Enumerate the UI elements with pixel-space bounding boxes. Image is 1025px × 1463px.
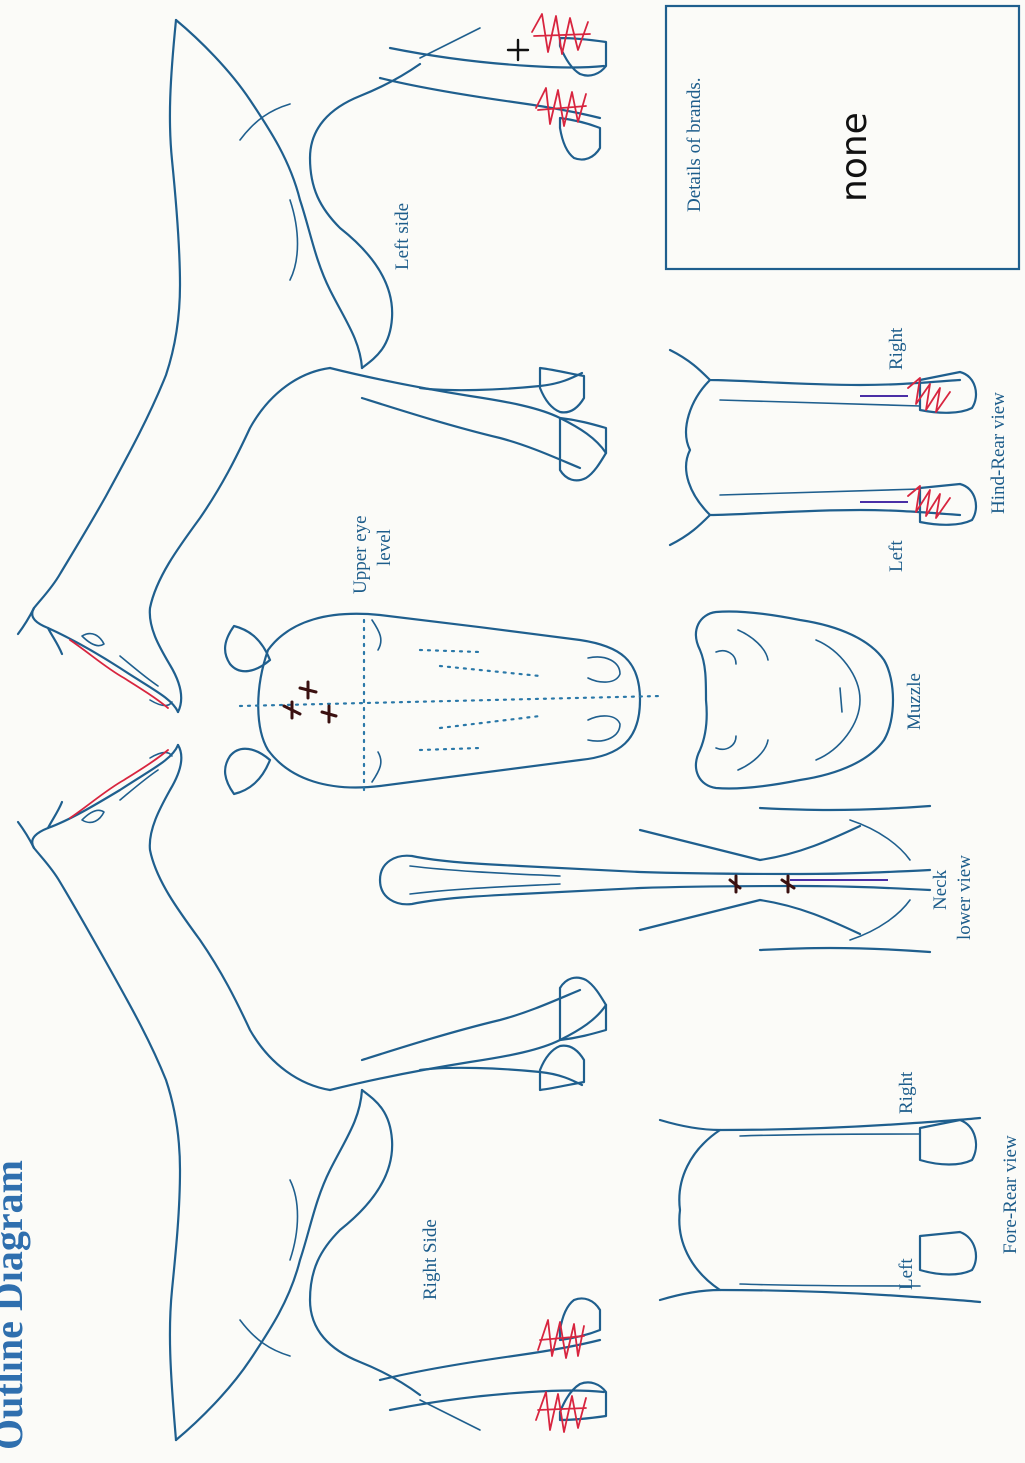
neck-lower-view [380, 806, 930, 952]
fore-rear-view [660, 1118, 980, 1302]
brands-box: Details of brands. none [666, 6, 1019, 269]
label-right-side: Right Side [420, 1219, 441, 1300]
label-fore-rear-view: Fore-Rear view [1000, 1135, 1021, 1254]
label-left-side: Left side [392, 203, 413, 270]
label-upper-eye-level-1: Upper eye [350, 515, 371, 594]
diagram-title: Outline Diagram [0, 1160, 31, 1450]
label-neck-lower-2: lower view [954, 855, 975, 940]
head-front-view [225, 614, 660, 794]
muzzle-view [696, 611, 893, 788]
label-hind-right: Right [886, 327, 907, 370]
brands-box-label: Details of brands. [684, 77, 705, 212]
label-muzzle: Muzzle [904, 673, 925, 730]
label-hind-left: Left [886, 540, 907, 572]
label-hind-rear-view: Hind-Rear view [988, 392, 1009, 514]
hind-rear-view [670, 350, 976, 545]
label-neck-lower-1: Neck [930, 869, 951, 910]
horse-left-side [18, 14, 606, 712]
horse-right-side [18, 745, 606, 1440]
label-fore-right: Right [896, 1071, 917, 1114]
brands-handwritten-value: none [834, 112, 875, 202]
label-fore-left: Left [896, 1258, 917, 1290]
label-upper-eye-level-2: level [374, 529, 395, 566]
